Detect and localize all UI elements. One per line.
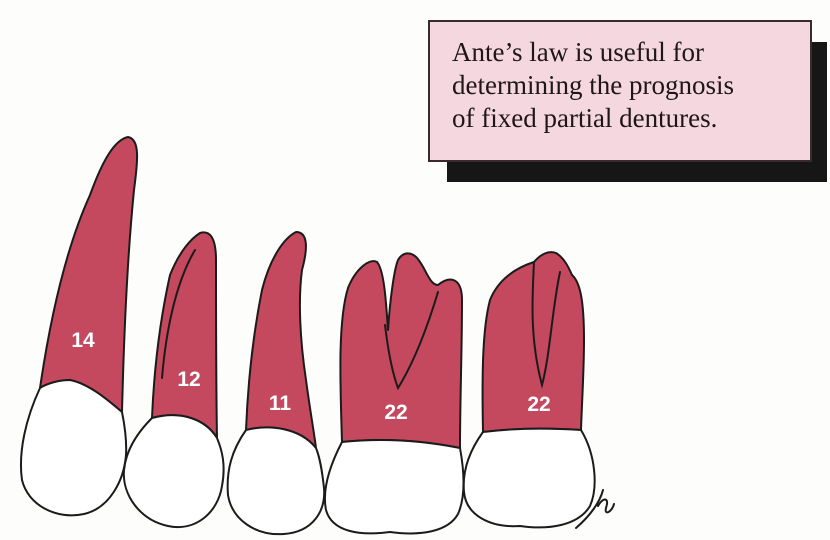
tooth-11: 11 (228, 232, 325, 534)
tooth-11-crown (228, 427, 325, 534)
tooth-12-label: 12 (177, 368, 200, 391)
tooth-22-second-crown (464, 429, 595, 528)
tooth-11-label: 11 (269, 392, 292, 415)
tooth-14-root (40, 137, 137, 412)
tooth-22-first-label: 22 (384, 401, 407, 424)
tooth-11-root (246, 232, 316, 448)
tooth-12: 12 (124, 232, 224, 527)
tooth-14: 14 (21, 137, 137, 515)
tooth-22-second: 22 (464, 252, 595, 527)
tooth-12-crown (124, 415, 224, 527)
tooth-14-label: 14 (71, 329, 95, 352)
tooth-22-first: 22 (325, 253, 464, 533)
tooth-12-root (152, 232, 217, 438)
tooth-22-first-crown (325, 440, 464, 533)
tooth-22-second-label: 22 (527, 393, 550, 416)
